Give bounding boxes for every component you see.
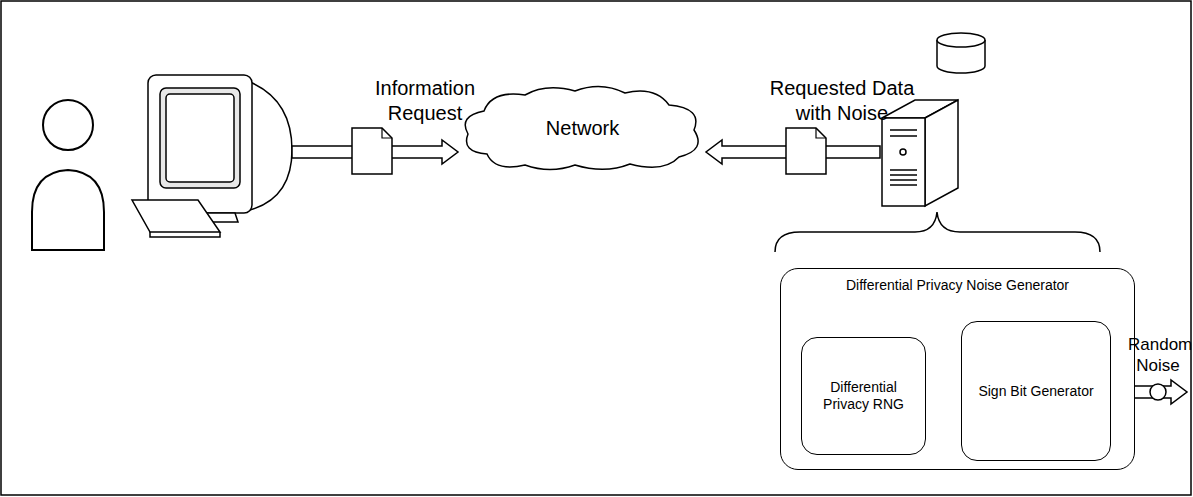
rng-box: Differential Privacy RNG [801, 337, 926, 455]
node-text: Sign Bit Generator [978, 383, 1093, 400]
response-label: Requested Data with Noise [752, 76, 932, 126]
output-label: Random Noise [1128, 334, 1188, 377]
output-point [1150, 384, 1166, 400]
sign-bit-box: Sign Bit Generator [961, 321, 1111, 461]
document-icon [786, 128, 826, 174]
node-text: Differential Privacy RNG [809, 379, 918, 413]
computer-icon [132, 75, 292, 237]
server-icon [882, 100, 958, 206]
user-icon [32, 100, 104, 250]
node-text: Differential Privacy Noise Generator [846, 277, 1069, 294]
document-icon [352, 128, 392, 174]
database-icon [937, 33, 985, 73]
network-cloud: Network [455, 80, 710, 175]
node-text: Network [546, 116, 619, 140]
request-label: Information Request [345, 76, 505, 126]
generator-group: Differential Privacy Noise GeneratorDiff… [780, 268, 1135, 470]
document-fold [816, 128, 826, 138]
brace [775, 212, 1100, 252]
document-fold [382, 128, 392, 138]
